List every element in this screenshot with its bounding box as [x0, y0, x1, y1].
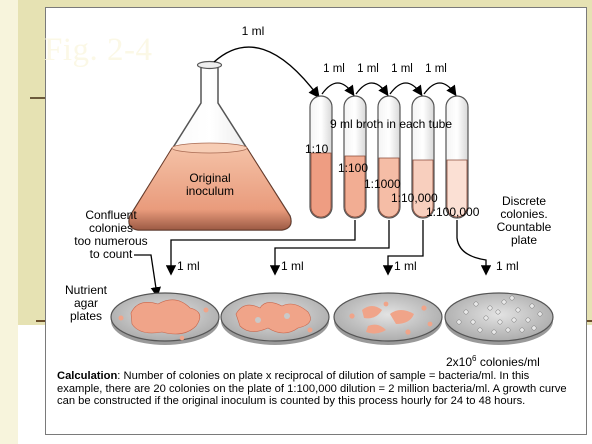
- dilution-label-4: 1:10,000: [391, 191, 438, 205]
- tube-transfer-label-3: 1 ml: [391, 63, 413, 75]
- slide-left-rail: [0, 0, 18, 444]
- plate-transfer-label-4: 1 ml: [496, 259, 519, 273]
- svg-text:Discrete: Discrete: [502, 194, 546, 208]
- dilution-label-3: 1:1000: [364, 177, 401, 191]
- svg-text:Countable: Countable: [497, 220, 552, 234]
- dilution-label-5: 1:100,000: [426, 205, 480, 219]
- plate-1: [111, 293, 219, 345]
- svg-text:plate: plate: [511, 233, 537, 247]
- dilution-tubes: [310, 96, 468, 218]
- svg-text:too numerous: too numerous: [74, 234, 147, 248]
- tube-transfer-label-1: 1 ml: [323, 63, 345, 75]
- plate-transfer-label-3: 1 ml: [394, 259, 417, 273]
- slide-bullet-dash: [30, 97, 46, 99]
- dilution-label-1: 1:10: [305, 142, 329, 156]
- calculation-caption: Calculation: Number of colonies on plate…: [57, 370, 577, 408]
- confluent-colonies-label: Confluent colonies too numerous to count: [74, 208, 147, 261]
- plate-2: [221, 293, 329, 345]
- top-transfer-label: 1 ml: [242, 24, 265, 38]
- original-inoculum-flask: Original inoculum: [129, 62, 291, 231]
- caption-heading: Calculation: [57, 370, 117, 382]
- broth-label: 9 ml broth in each tube: [330, 117, 452, 131]
- svg-text:agar: agar: [74, 296, 98, 310]
- dilution-label-2: 1:100: [338, 161, 368, 175]
- tube-2: [344, 96, 366, 218]
- svg-text:to count: to count: [90, 247, 133, 261]
- svg-text:Nutrient: Nutrient: [65, 283, 108, 297]
- svg-text:Confluent: Confluent: [85, 208, 137, 222]
- plate-3: [334, 293, 442, 345]
- nutrient-agar-plates-label: Nutrient agar plates: [65, 283, 108, 323]
- plate-transfer-label-2: 1 ml: [281, 259, 304, 273]
- caption-text: : Number of colonies on plate x reciproc…: [57, 370, 567, 407]
- flask-label-line1: Original: [189, 171, 230, 185]
- plate-4: [445, 293, 553, 345]
- flask-to-tube-arrow: [214, 47, 318, 96]
- tube-transfer-arrows: [322, 83, 455, 94]
- result-label: 2x106 colonies/ml: [446, 354, 540, 369]
- svg-text:plates: plates: [70, 309, 102, 323]
- tube-transfer-label-2: 1 ml: [357, 63, 379, 75]
- slide-title: Fig. 2-4: [44, 32, 153, 69]
- discrete-colonies-label: Discrete colonies. Countable plate: [497, 194, 552, 247]
- flask-label-line2: inoculum: [186, 184, 234, 198]
- confluent-pointer-arrow: [134, 255, 157, 295]
- svg-text:colonies: colonies: [89, 221, 133, 235]
- tube-5: [446, 96, 468, 218]
- tube-1: [310, 96, 332, 218]
- svg-text:colonies.: colonies.: [500, 207, 547, 221]
- plate-transfer-label-1: 1 ml: [177, 259, 200, 273]
- tube-transfer-label-4: 1 ml: [425, 63, 447, 75]
